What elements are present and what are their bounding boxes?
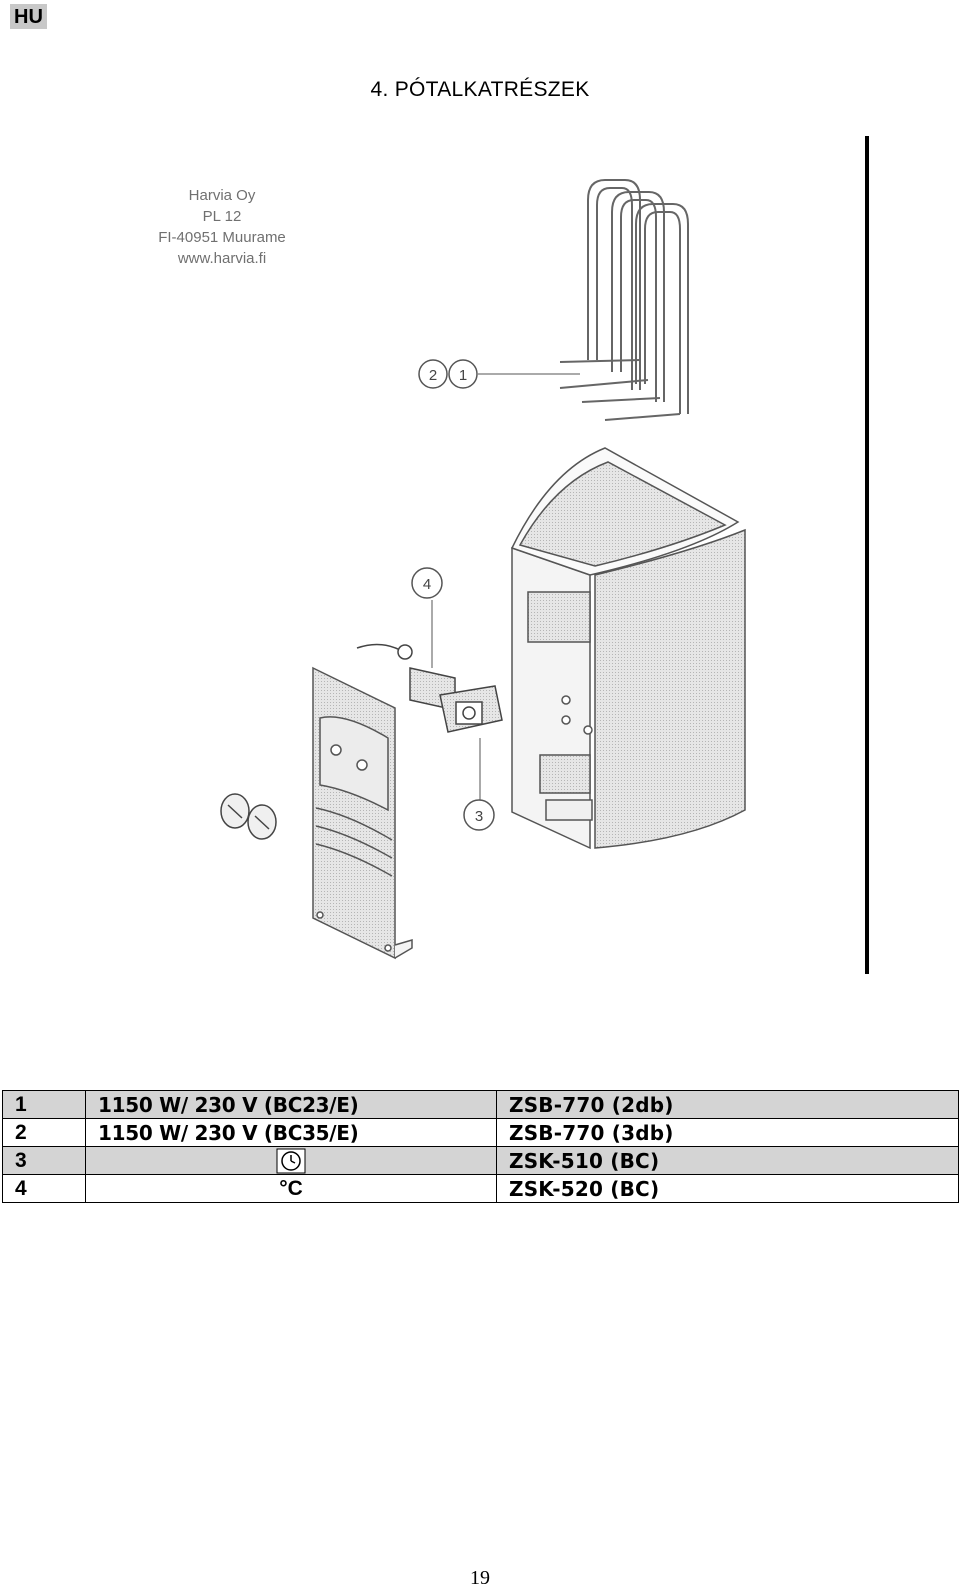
part-code: ZSK-520 (BC) bbox=[496, 1174, 959, 1203]
address-line: FI-40951 Muurame bbox=[158, 229, 286, 246]
page-number: 19 bbox=[470, 1567, 490, 1589]
callout-number-3: 3 bbox=[475, 808, 483, 825]
callout-number-4: 4 bbox=[423, 576, 431, 593]
heating-elements-drawing bbox=[559, 179, 689, 421]
table-row: 4 °C ZSK-520 (BC) bbox=[2, 1174, 959, 1203]
callout-leaders bbox=[431, 373, 580, 800]
table-row: 3 ZSK-510 (BC) bbox=[2, 1146, 959, 1175]
part-description: °C bbox=[85, 1174, 497, 1203]
part-code: ZSB-770 (2db) bbox=[496, 1090, 959, 1119]
table-row: 1 1150 W/ 230 V (BC23/E) ZSB-770 (2db) bbox=[2, 1090, 959, 1119]
part-description: 1150 W/ 230 V (BC23/E) bbox=[85, 1090, 497, 1119]
spare-parts-table: 1 1150 W/ 230 V (BC23/E) ZSB-770 (2db) 2… bbox=[2, 1090, 959, 1203]
callout-bubble-1: 1 bbox=[448, 359, 478, 389]
callout-bubble-3: 3 bbox=[463, 799, 495, 831]
part-description bbox=[85, 1146, 497, 1175]
part-description: 1150 W/ 230 V (BC35/E) bbox=[85, 1118, 497, 1147]
figure-border-rule bbox=[865, 136, 869, 974]
language-tag: HU bbox=[10, 4, 47, 29]
manufacturer-address: Harvia Oy PL 12 FI-40951 Muurame www.har… bbox=[132, 185, 312, 269]
callout-number-1: 1 bbox=[459, 367, 467, 384]
heater-exploded-view: 2 1 4 3 bbox=[220, 136, 869, 974]
address-line: Harvia Oy bbox=[188, 187, 256, 204]
heater-body-drawing bbox=[510, 447, 746, 850]
address-line: PL 12 bbox=[202, 208, 242, 225]
part-code: ZSB-770 (3db) bbox=[496, 1118, 959, 1147]
part-code: ZSK-510 (BC) bbox=[496, 1146, 959, 1175]
callout-bubble-2: 2 bbox=[418, 359, 448, 389]
part-number: 1 bbox=[2, 1090, 86, 1119]
part-number: 4 bbox=[2, 1174, 86, 1203]
callout-bubble-4: 4 bbox=[411, 567, 443, 599]
front-panel-drawing bbox=[312, 666, 413, 960]
section-title: 4. PÓTALKATRÉSZEK bbox=[370, 78, 590, 101]
part-number: 2 bbox=[2, 1118, 86, 1147]
address-line: www.harvia.fi bbox=[177, 250, 267, 267]
control-knobs-drawing bbox=[220, 793, 277, 840]
part-number: 3 bbox=[2, 1146, 86, 1175]
clock-icon bbox=[276, 1148, 306, 1174]
callout-number-2: 2 bbox=[429, 367, 437, 384]
table-row: 2 1150 W/ 230 V (BC35/E) ZSB-770 (3db) bbox=[2, 1118, 959, 1147]
thermostat-timer-drawing bbox=[356, 643, 503, 733]
